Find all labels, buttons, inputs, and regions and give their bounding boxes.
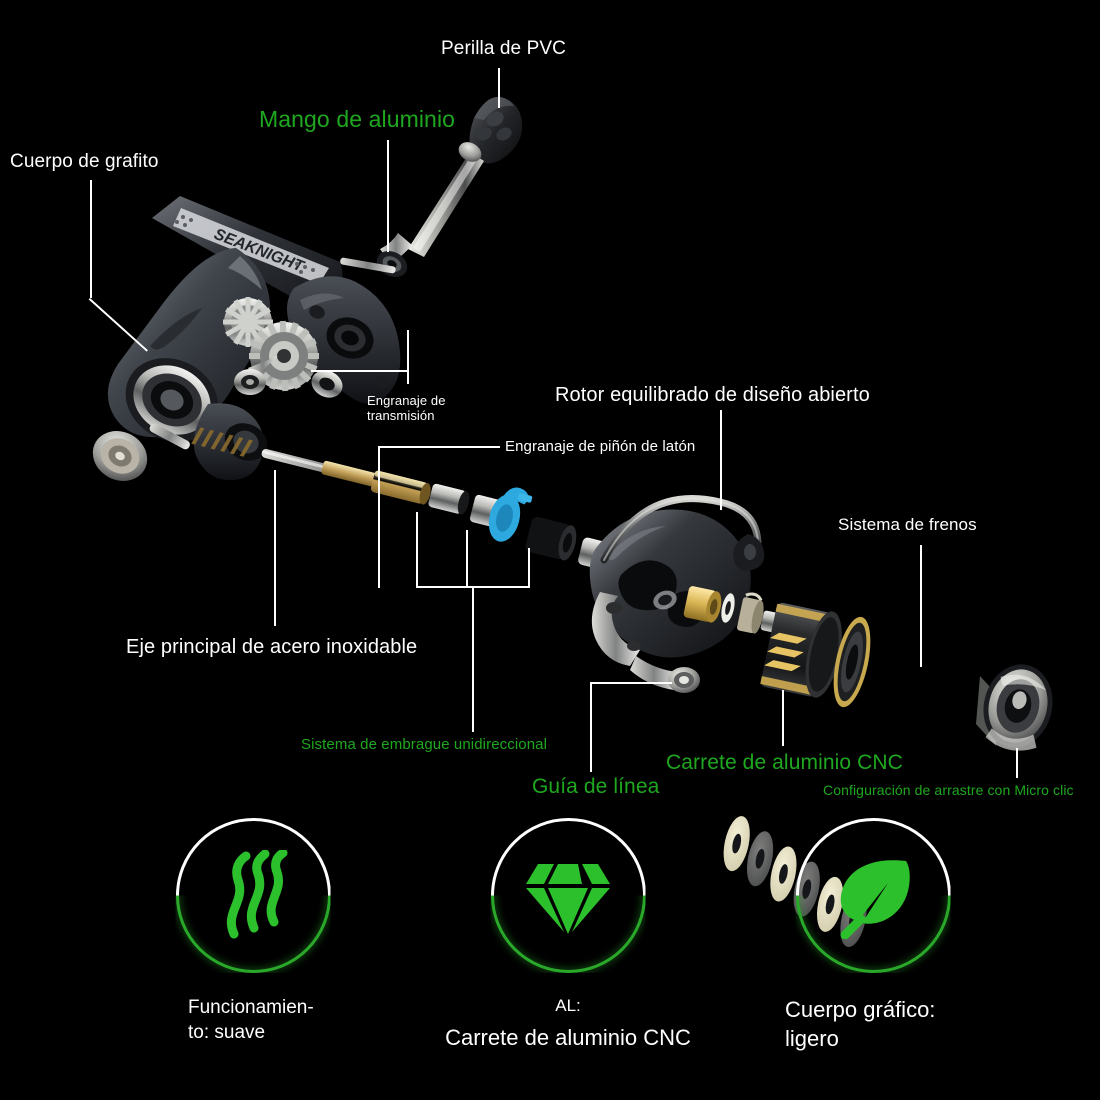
leader-arrastre-micro-clic [1016, 748, 1018, 778]
leader-embrague-branch-mid [466, 530, 468, 586]
feature-ring-funcionamiento-suave [175, 818, 331, 973]
caption-line: Carrete de aluminio CNC [445, 1025, 691, 1051]
callout-mango-de-aluminio: Mango de aluminio [259, 106, 456, 132]
smoke-waves-icon [176, 818, 331, 973]
callout-engranaje-transmision-2: transmisión [367, 408, 435, 423]
caption-line: to: suave [188, 1022, 266, 1044]
caption-line: AL: [555, 996, 581, 1015]
feature-cuerpo-grafico-ligero: Cuerpo gráfico: ligero [723, 818, 1023, 1053]
drive-gear-art [223, 297, 319, 395]
drag-knob-art [983, 664, 1053, 751]
callout-embrague-unidireccional: Sistema de embrague unidireccional [301, 736, 548, 753]
graphite-body-art [92, 248, 271, 481]
diamond-icon [491, 818, 646, 973]
rotor-art [589, 495, 765, 693]
caption-line: ligero [785, 1026, 839, 1052]
callout-cuerpo-de-grafito: Cuerpo de grafito [10, 151, 159, 172]
callout-rotor-equilibrado: Rotor equilibrado de diseño abierto [555, 384, 870, 406]
leaf-icon [796, 818, 951, 973]
feature-carrete-aluminio-cnc: AL: Carrete de aluminio CNC [418, 818, 718, 1052]
feature-funcionamiento-suave: Funcionamien- to: suave [103, 818, 403, 1045]
callout-engranaje-transmision-1: Engranaje de [367, 393, 446, 408]
feature-caption-funcionamiento-suave: Funcionamien- to: suave [103, 995, 403, 1045]
caption-line: Cuerpo gráfico: [785, 997, 936, 1022]
feature-caption-carrete-aluminio-cnc: AL: Carrete de aluminio CNC [418, 995, 718, 1052]
leader-pinon-laton-vertical [378, 446, 380, 588]
leader-engranaje-transmision-horizontal [311, 370, 407, 372]
pinion-clutch-stack-art [370, 470, 697, 610]
rotor-nut-washers-art [683, 586, 799, 642]
leader-cuerpo-de-grafito-vertical [90, 180, 92, 298]
leader-sistema-de-frenos [920, 545, 922, 667]
leader-guia-de-linea-horizontal [590, 682, 672, 684]
side-plate-art [287, 276, 401, 404]
leader-cuerpo-de-grafito-diagonal [88, 298, 148, 352]
leader-rotor-equilibrado [720, 410, 722, 510]
cnc-aluminum-spool-art [760, 602, 871, 708]
leader-mango-de-aluminio [387, 140, 389, 252]
leader-eje-principal [274, 470, 276, 626]
caption-line: Funcionamien- [188, 997, 314, 1018]
graphite-top-cover-art: SEAKNIGHT [152, 196, 343, 304]
leader-embrague-branch-left [416, 512, 418, 586]
leader-perilla-de-pvc [498, 68, 500, 108]
leader-carrete-aluminio-cnc [782, 690, 784, 746]
callout-perilla-de-pvc: Perilla de PVC [441, 38, 566, 59]
main-shaft-art [191, 427, 418, 495]
callout-eje-principal: Eje principal de acero inoxidable [126, 636, 418, 658]
callout-carrete-aluminio-cnc: Carrete de aluminio CNC [666, 751, 903, 774]
feature-ring-cuerpo-grafico-ligero [795, 818, 951, 973]
leader-pinon-laton-horizontal [378, 446, 500, 448]
callout-arrastre-micro-clic: Configuración de arrastre con Micro clic [823, 782, 1074, 798]
leader-embrague-branch-right [528, 548, 530, 586]
leader-guia-de-linea-vertical [590, 682, 592, 772]
aluminum-handle-arm-art [340, 142, 484, 277]
callout-sistema-de-frenos: Sistema de frenos [838, 515, 977, 534]
feature-ring-carrete-aluminio-cnc [490, 818, 646, 973]
feature-caption-cuerpo-grafico-ligero: Cuerpo gráfico: ligero [723, 995, 1023, 1053]
leader-engranaje-transmision-vertical [407, 330, 409, 384]
leader-embrague-stem [472, 586, 474, 732]
svg-text:SEAKNIGHT: SEAKNIGHT [212, 226, 307, 276]
callout-guia-de-linea: Guía de línea [532, 775, 660, 798]
pvc-knob-art [469, 96, 523, 164]
callout-engranaje-pinon-laton: Engranaje de piñón de latón [505, 438, 696, 455]
